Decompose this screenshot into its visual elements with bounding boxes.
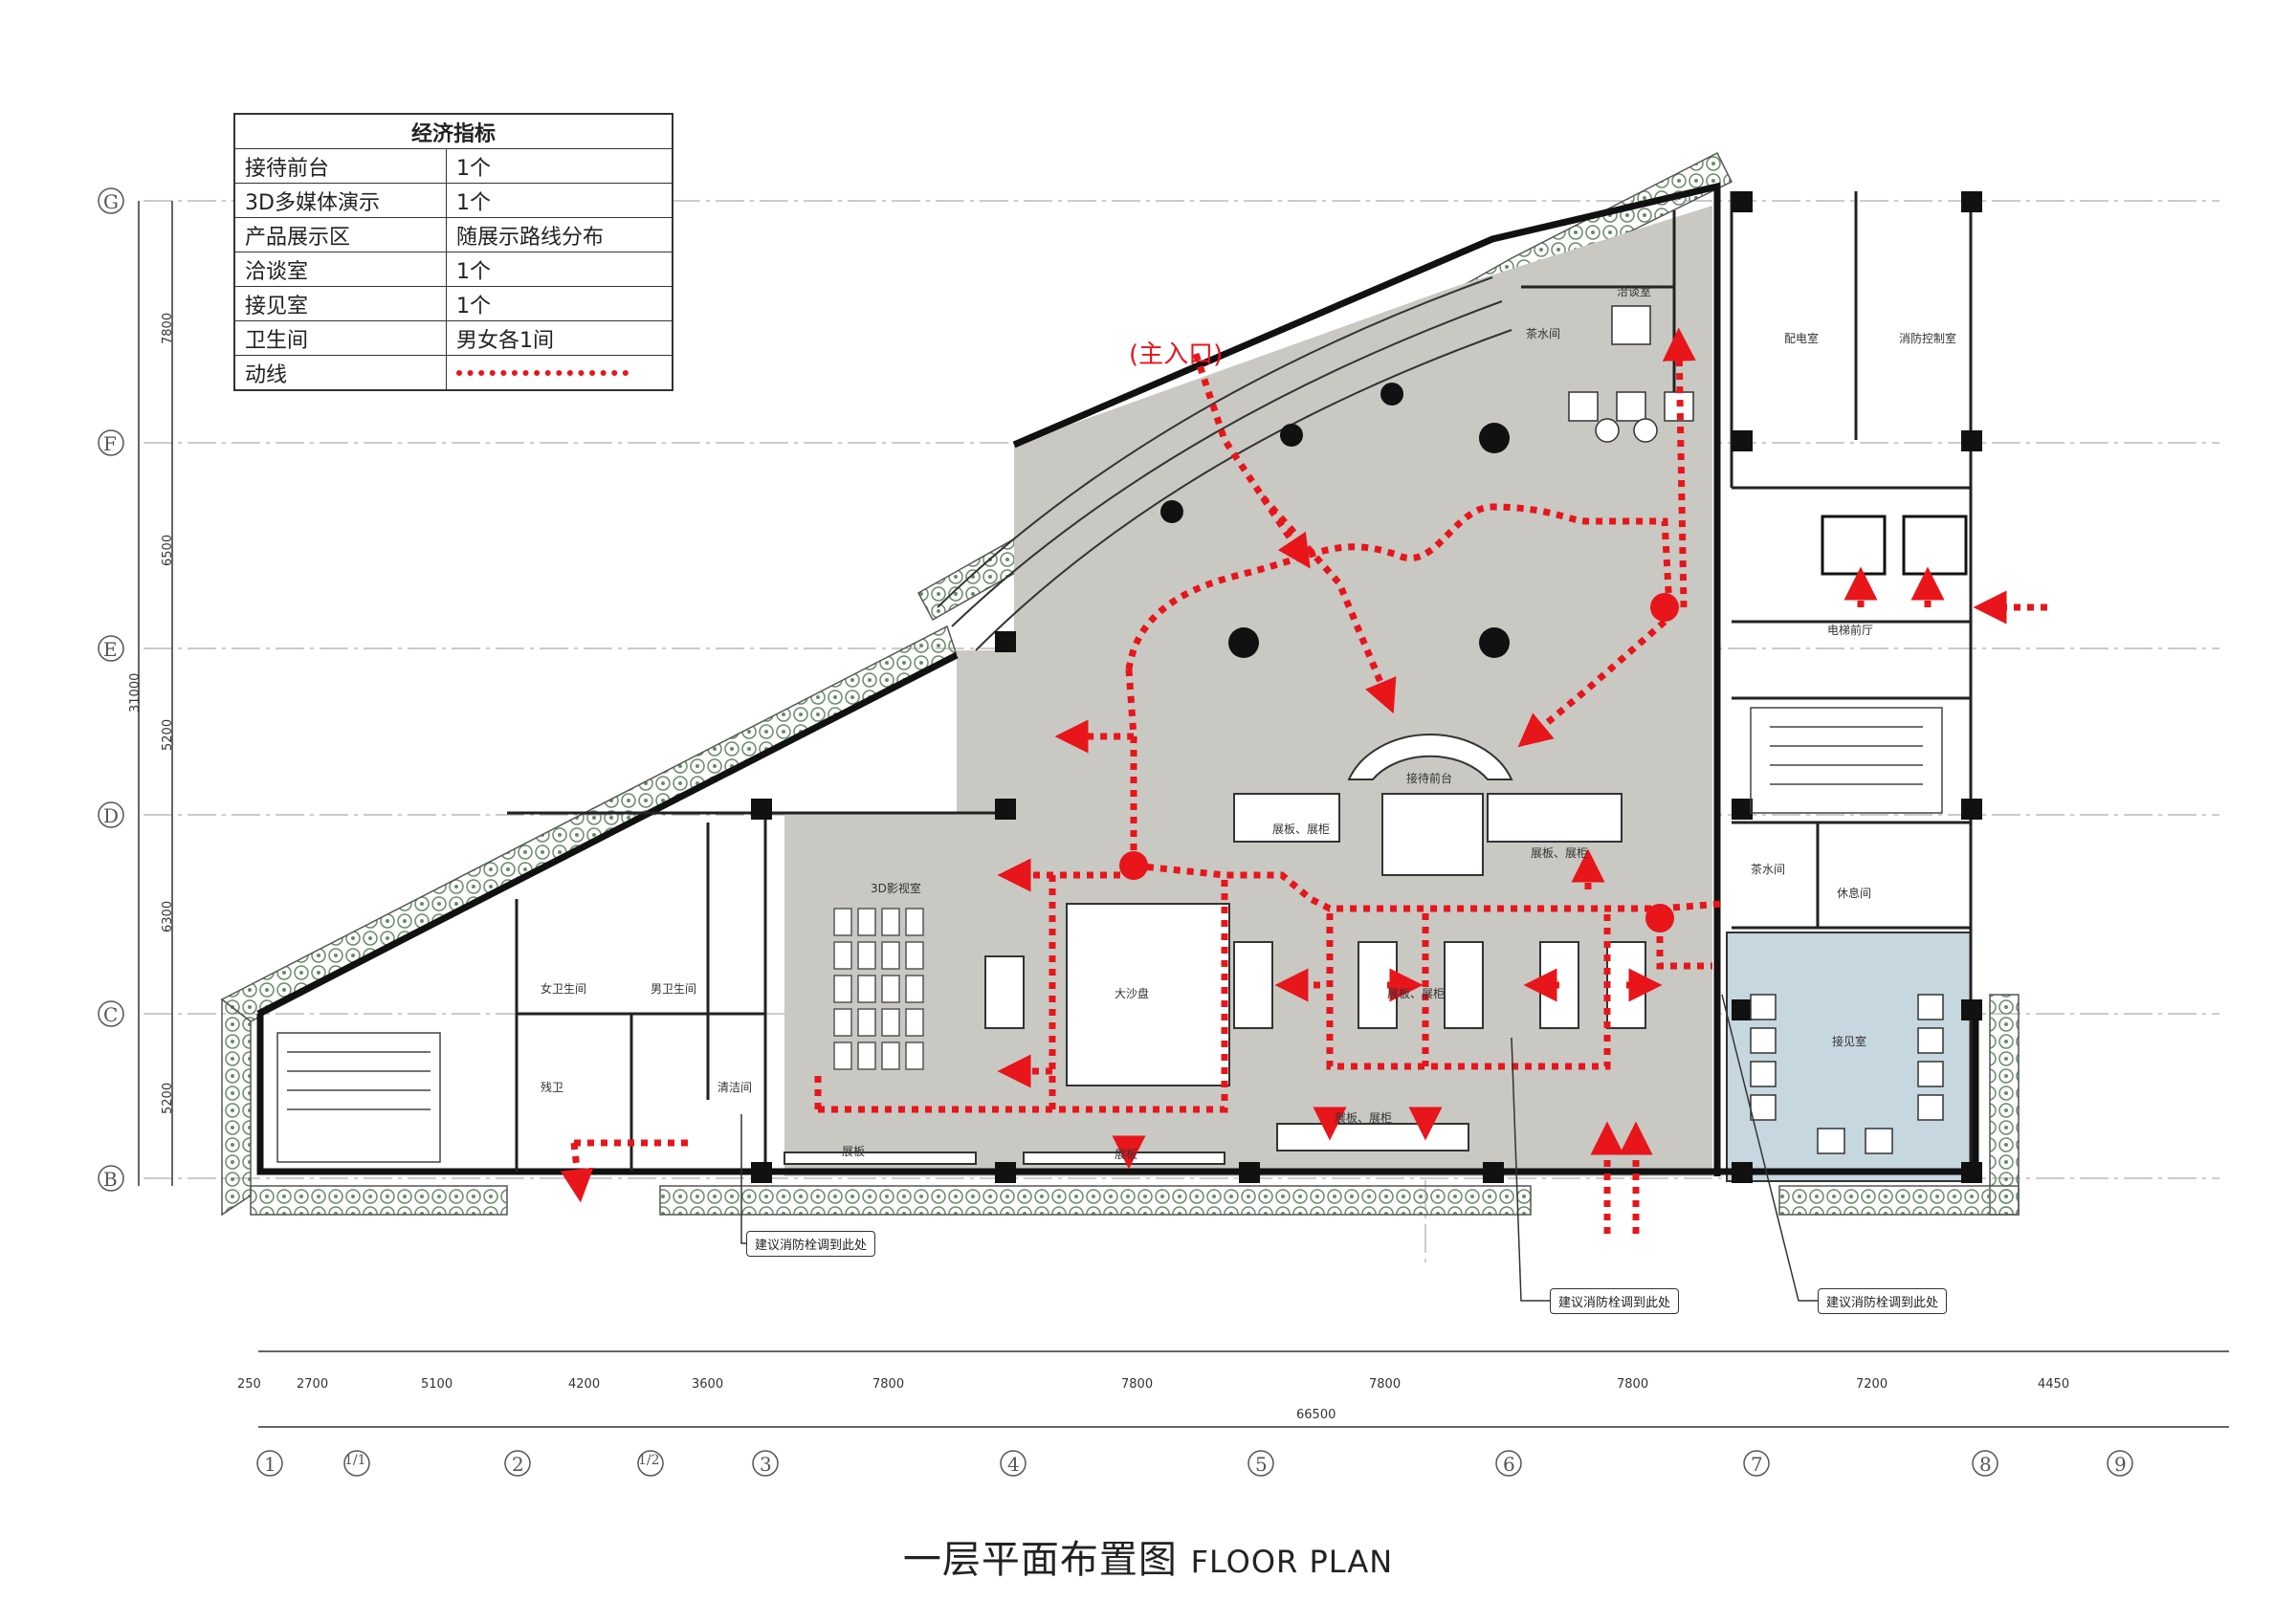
- dimension-label: 4200: [568, 1377, 601, 1392]
- legend-value: 随展示路线分布: [446, 217, 673, 252]
- room-label-male-wc: 男卫生间: [651, 982, 697, 996]
- grid-col-label: 4: [1007, 1453, 1020, 1476]
- legend-key: 洽谈室: [233, 252, 447, 287]
- dimension-label: 4450: [2038, 1377, 2070, 1392]
- legend-title: 经济指标: [233, 113, 673, 149]
- room-label-tea: 茶水间: [1526, 327, 1561, 340]
- legend-flow-swatch: [446, 355, 673, 391]
- room-label-meeting: 洽谈室: [1617, 285, 1652, 298]
- legend-value: 1个: [446, 183, 673, 218]
- fire-hydrant-note: 建议消防栓调到此处: [1818, 1288, 1948, 1314]
- main-entrance-label: (主入口): [1129, 340, 1224, 369]
- curved-facade: [937, 276, 1512, 651]
- room-label-panel: 展板、展柜: [1272, 822, 1331, 836]
- guest-room-floor: [1726, 932, 1972, 1182]
- legend-key: 产品展示区: [233, 217, 447, 252]
- display-cabinets: [784, 793, 1646, 1165]
- grid-row-label: F: [103, 432, 117, 455]
- grid-col-label: 1/2: [638, 1453, 660, 1468]
- room-label-female-wc: 女卫生间: [541, 982, 587, 996]
- dimension-label: 3600: [692, 1377, 724, 1392]
- legend-key: 接见室: [233, 286, 447, 321]
- grid-row-label: C: [103, 1003, 119, 1026]
- legend-flow-label: 动线: [233, 355, 447, 391]
- elevators: [1821, 515, 1968, 576]
- fire-hydrant-note: 建议消防栓调到此处: [1550, 1288, 1680, 1314]
- grid-col-label: 5: [1255, 1453, 1268, 1476]
- grid-col-label: 3: [760, 1453, 772, 1476]
- drawing-caption: 一层平面布置图 FLOOR PLAN: [0, 1528, 2296, 1584]
- dimension-label: 5100: [421, 1377, 453, 1392]
- room-label-fire-control: 消防控制室: [1899, 332, 1957, 345]
- dimension-label: 250: [237, 1377, 261, 1392]
- interior-walls: [507, 191, 1973, 1176]
- dimension-lines: [138, 201, 2229, 1428]
- grid-row-label: D: [103, 804, 120, 827]
- room-label-display-cabinet: 展板、展柜: [1335, 1111, 1393, 1125]
- dimension-label: 6500: [161, 534, 175, 566]
- room-label-elevator-hall: 电梯前厅: [1827, 624, 1874, 637]
- grid-col-label: 1: [264, 1453, 276, 1476]
- grid-row-label: B: [103, 1168, 118, 1191]
- room-label-reception: 接待前台: [1406, 772, 1453, 785]
- grid-col-label: 1/1: [344, 1453, 366, 1468]
- legend-key: 卫生间: [233, 320, 447, 356]
- room-label-guest-room: 接见室: [1832, 1035, 1867, 1048]
- room-label-rest: 休息间: [1837, 887, 1872, 900]
- flow-nodes: [1119, 593, 1679, 932]
- dimension-label: 5200: [161, 1082, 175, 1114]
- dimension-label: 7800: [161, 312, 175, 344]
- dimension-label: 2700: [297, 1377, 329, 1392]
- legend-key: 接待前台: [233, 148, 447, 184]
- grid-col-label: 6: [1503, 1453, 1515, 1476]
- dimension-label: 7800: [872, 1377, 905, 1392]
- grid-col-label: 2: [512, 1453, 524, 1476]
- legend-value: 1个: [446, 286, 673, 321]
- fire-hydrant-note: 建议消防栓调到此处: [746, 1231, 876, 1257]
- legend-value: 1个: [446, 148, 673, 184]
- reception-desk: [1347, 734, 1513, 780]
- dimension-label: 7800: [1121, 1377, 1154, 1392]
- dimension-total-label: 66500: [1296, 1408, 1336, 1422]
- stairs: [276, 707, 1943, 1163]
- room-label-display: 展板: [1115, 1148, 1138, 1161]
- grid-row-label: E: [103, 638, 118, 661]
- caption-cn: 一层平面布置图: [902, 1538, 1178, 1582]
- legend-value: 男女各1间: [446, 320, 673, 356]
- room-label-cinema: 3D影视室: [871, 882, 921, 895]
- guest-room-sofas: [1750, 994, 1944, 1154]
- dimension-label: 7800: [1617, 1377, 1649, 1392]
- room-label-display: 展板: [842, 1145, 866, 1158]
- grid-col-label: 9: [2114, 1453, 2127, 1476]
- room-label-accessible-wc: 残卫: [541, 1081, 564, 1094]
- grid-col-label: 8: [1979, 1453, 1992, 1476]
- dimension-label: 7800: [1369, 1377, 1402, 1392]
- grid-circles: [98, 187, 2133, 1477]
- grid-row-label: G: [103, 190, 119, 213]
- room-label-panel: 展板、展柜: [1531, 846, 1589, 860]
- sand-table: [1066, 903, 1230, 1086]
- room-label-cleaning: 清洁间: [718, 1081, 753, 1094]
- legend-value: 1个: [446, 252, 673, 287]
- floor-area: [784, 206, 1712, 1176]
- dimension-label: 7200: [1856, 1377, 1888, 1392]
- room-label-power: 配电室: [1784, 332, 1820, 345]
- dimension-label: 6300: [161, 900, 175, 932]
- dimension-total-label: 31000: [128, 672, 143, 713]
- caption-en: FLOOR PLAN: [1190, 1544, 1394, 1580]
- structural-columns: [751, 191, 1982, 1183]
- room-label-tea-2: 茶水间: [1751, 863, 1786, 876]
- dimension-label: 5200: [161, 718, 175, 751]
- legend-key: 3D多媒体演示: [233, 183, 447, 218]
- room-label-sandtable: 大沙盘: [1115, 987, 1150, 1000]
- grid-col-label: 7: [1751, 1453, 1763, 1476]
- cinema-seats: [833, 908, 924, 1070]
- room-label-display-mid: 展板、展柜: [1387, 987, 1446, 1000]
